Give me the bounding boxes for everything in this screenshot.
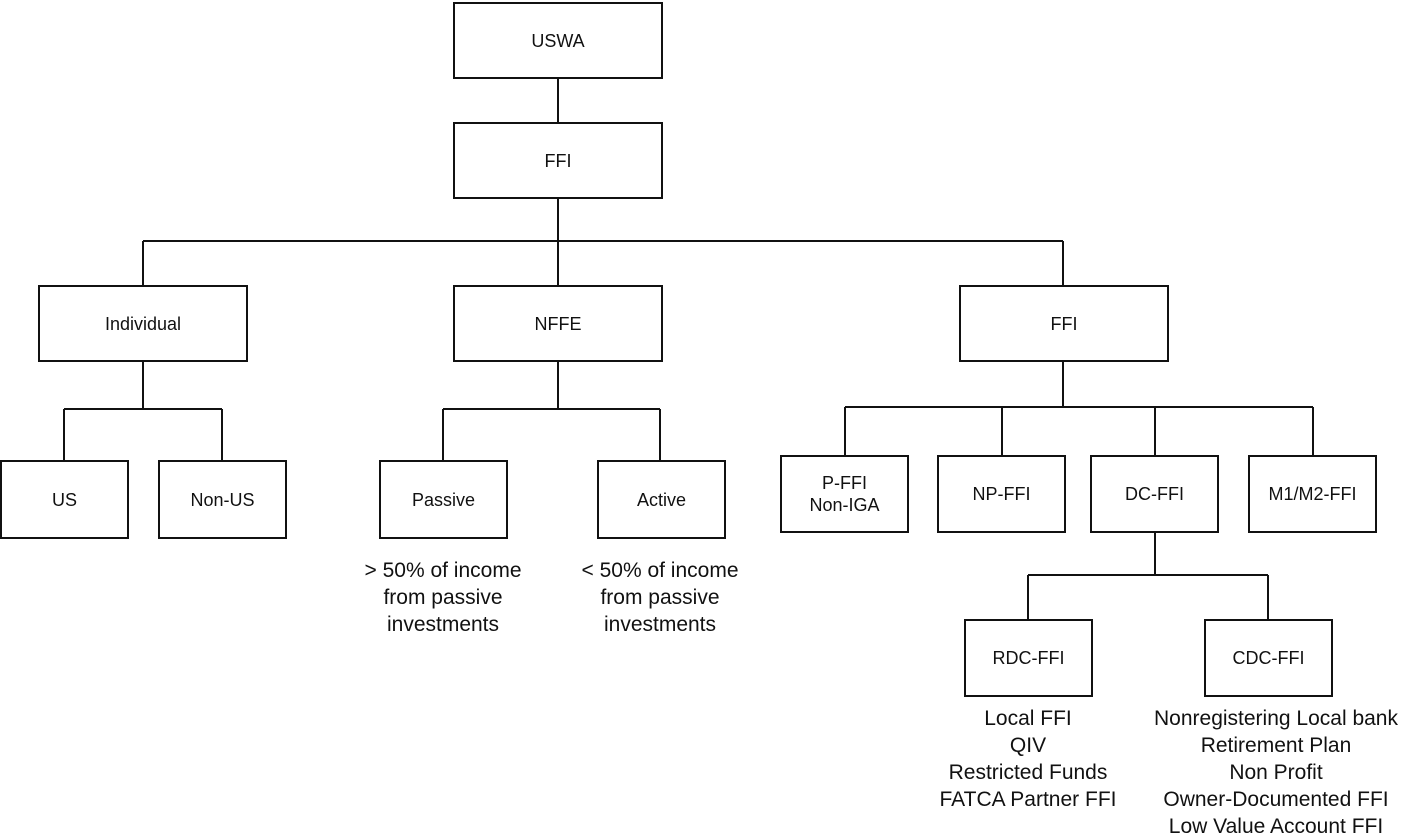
active-note: < 50% of income from passive investments — [540, 557, 780, 638]
node-label: FFI — [1050, 313, 1078, 334]
note-line: FATCA Partner FFI — [939, 788, 1117, 811]
passive-box: Passive — [379, 460, 508, 539]
note-line: Restricted Funds — [948, 761, 1108, 784]
p-ffi-box: P-FFI Non-IGA — [780, 455, 909, 533]
individual-box: Individual — [38, 285, 248, 362]
node-label: NP-FFI — [972, 484, 1031, 504]
us-box: US — [0, 460, 129, 539]
np-ffi-box: NP-FFI — [937, 455, 1066, 533]
node-label: RDC-FFI — [992, 648, 1065, 668]
node-label: Non-US — [190, 489, 255, 510]
note-line: < 50% of income — [581, 559, 739, 582]
note-line: from passive — [600, 586, 720, 609]
note-line: Non Profit — [1229, 761, 1323, 784]
node-label: USWA — [531, 30, 585, 51]
note-line: Owner-Documented FFI — [1163, 788, 1389, 811]
cdc-note: Nonregistering Local bank Retirement Pla… — [1136, 705, 1416, 840]
ffi-mid-box: FFI — [959, 285, 1169, 362]
node-label: NFFE — [534, 313, 582, 334]
note-line: investments — [386, 613, 500, 636]
non-us-box: Non-US — [158, 460, 287, 539]
node-label: Individual — [104, 313, 182, 334]
node-label: CDC-FFI — [1232, 648, 1305, 668]
note-line: Retirement Plan — [1200, 734, 1352, 757]
ffi-top-box: FFI — [453, 122, 663, 199]
m1m2-ffi-box: M1/M2-FFI — [1248, 455, 1377, 533]
note-line: QIV — [1009, 734, 1047, 757]
uswa-box: USWA — [453, 2, 663, 79]
node-label: M1/M2-FFI — [1268, 484, 1357, 504]
cdc-ffi-box: CDC-FFI — [1204, 619, 1333, 697]
active-box: Active — [597, 460, 726, 539]
nffe-box: NFFE — [453, 285, 663, 362]
passive-note: > 50% of income from passive investments — [323, 557, 563, 638]
note-line: Local FFI — [984, 707, 1072, 730]
node-label: P-FFI — [822, 473, 867, 493]
note-line: > 50% of income — [364, 559, 522, 582]
note-line: Nonregistering Local bank — [1154, 707, 1398, 730]
node-label: Active — [636, 489, 687, 510]
node-label: FFI — [544, 150, 572, 171]
dc-ffi-box: DC-FFI — [1090, 455, 1219, 533]
note-line: investments — [603, 613, 717, 636]
rdc-note: Local FFI QIV Restricted Funds FATCA Par… — [908, 705, 1148, 813]
node-label: US — [51, 489, 77, 510]
node-label: Non-IGA — [809, 495, 880, 515]
node-label: Passive — [411, 489, 476, 510]
note-line: Low Value Account FFI — [1168, 815, 1384, 838]
note-line: from passive — [383, 586, 503, 609]
node-label: DC-FFI — [1125, 484, 1184, 504]
rdc-ffi-box: RDC-FFI — [964, 619, 1093, 697]
